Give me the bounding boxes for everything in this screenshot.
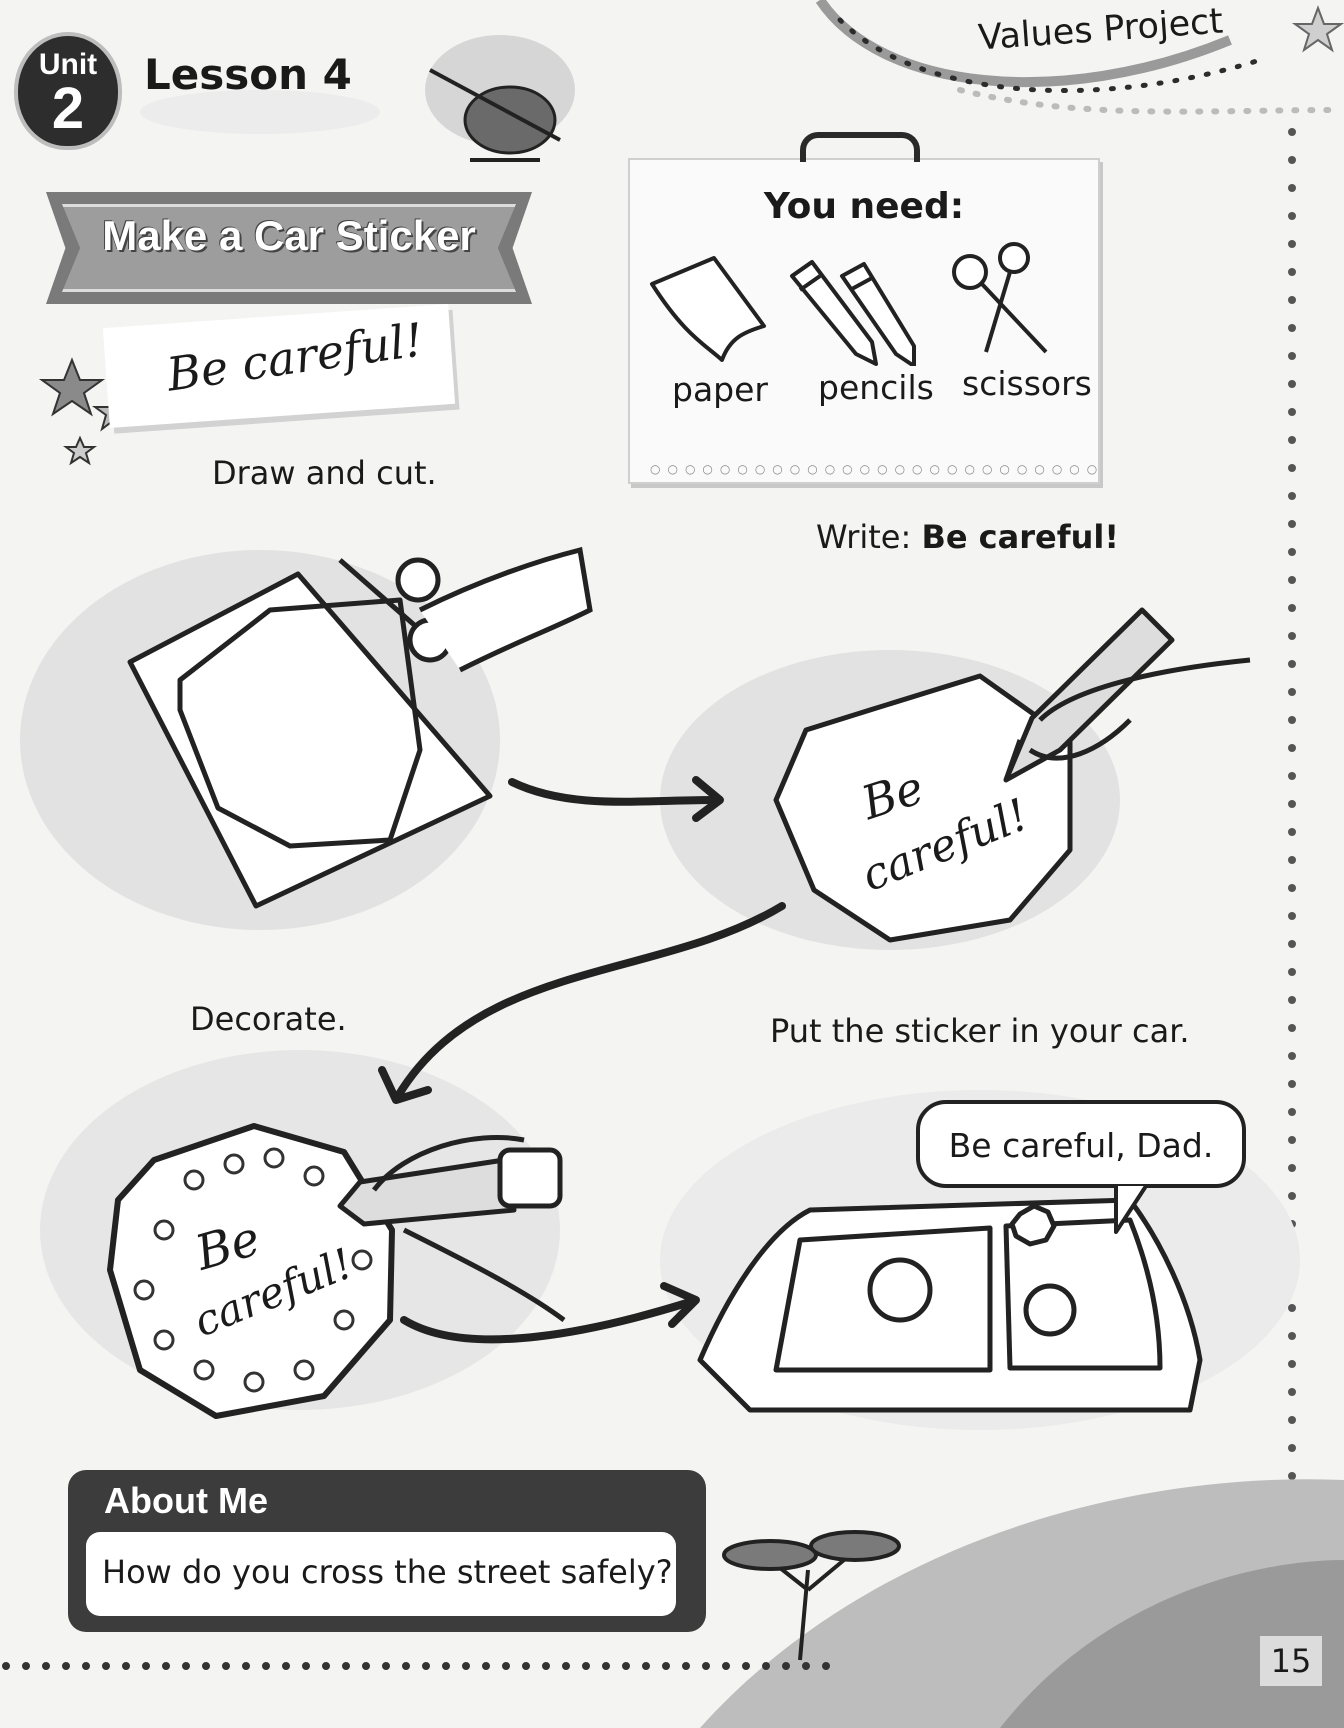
step-write-emphasis: Be careful! <box>921 518 1119 556</box>
page-number: 15 <box>1260 1636 1322 1686</box>
lesson-title: Lesson 4 <box>144 50 352 99</box>
write-illustration <box>773 607 1251 943</box>
step-write-prefix: Write: <box>816 518 922 556</box>
need-item-scissors: scissors <box>962 364 1092 403</box>
speech-bubble-tail <box>1114 1184 1148 1234</box>
need-item-paper: paper <box>672 370 768 409</box>
briefcase-handle <box>800 132 920 162</box>
scissors-icon <box>952 242 1048 354</box>
step-write: Write: Be careful! <box>816 518 1119 556</box>
about-me-question-box <box>86 1532 676 1616</box>
unit-badge: Unit 2 <box>14 32 122 150</box>
unit-word: Unit <box>38 48 98 81</box>
pencils-icon <box>790 260 916 366</box>
about-me-title: About Me <box>104 1480 268 1521</box>
decorate-illustration <box>107 1123 566 1419</box>
car-illustration <box>697 1197 1203 1413</box>
title-banner-inner <box>62 204 516 292</box>
about-me-question: How do you cross the street safely? <box>102 1553 673 1591</box>
need-item-pencils: pencils <box>818 368 934 407</box>
speech-bubble <box>916 1100 1246 1188</box>
paper-icon <box>650 256 766 362</box>
unit-number: 2 <box>51 76 85 141</box>
draw-cut-illustration <box>127 546 593 909</box>
step-put-in-car: Put the sticker in your car. <box>770 1012 1190 1050</box>
speech-bubble-text: Be careful, Dad. <box>948 1126 1214 1165</box>
project-title: Make a Car Sticker <box>102 212 476 259</box>
step-draw-cut: Draw and cut. <box>212 454 437 492</box>
you-need-title: You need: <box>763 186 965 227</box>
step-decorate: Decorate. <box>190 1000 347 1038</box>
you-need-dots: ○○○○○○○○○○○○○○○○○○○○○○○○○○ <box>650 462 1105 476</box>
